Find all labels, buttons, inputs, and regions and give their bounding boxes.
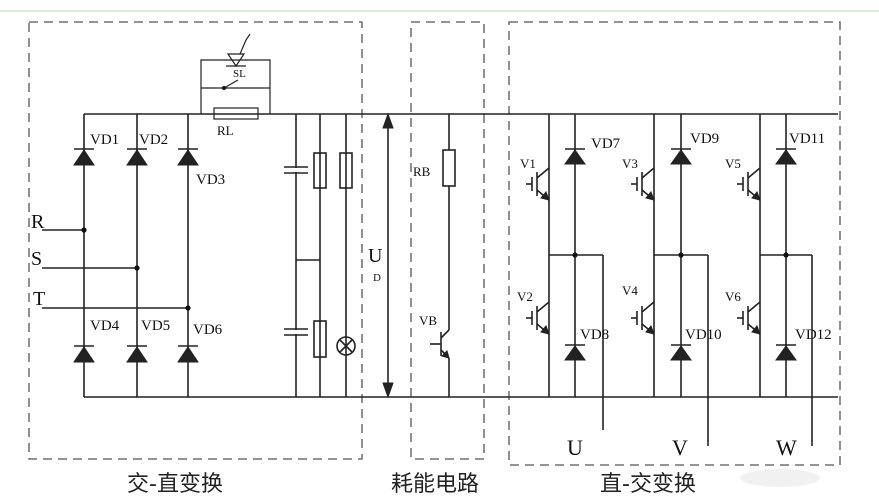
diode-vd3 [177, 148, 199, 166]
label-v6: V6 [725, 289, 741, 304]
caption-braking: 耗能电路 [391, 472, 479, 497]
diode-vd2 [126, 148, 148, 166]
inverter-legs [526, 114, 813, 446]
inverter-section-box [508, 21, 841, 466]
label-vd5: VD5 [141, 318, 170, 334]
igbt-v5 [737, 167, 761, 201]
filter-resistor-3 [339, 152, 353, 189]
label-ud: U [368, 245, 383, 267]
label-rl: RL [217, 123, 234, 138]
dc-filter [284, 114, 356, 397]
igbt-v6 [737, 301, 761, 335]
label-v3: V3 [622, 156, 638, 171]
charging-bypass [200, 33, 271, 120]
diode-vd4 [73, 345, 95, 363]
vb-transistor-arrow [441, 350, 450, 359]
label-phase-r: R [31, 211, 45, 233]
rectifier-section-box [28, 21, 363, 460]
label-v5: V5 [725, 156, 741, 171]
diode-vd6 [177, 345, 199, 363]
label-v2: V2 [517, 289, 533, 304]
caption-inverter: 直-交变换 [600, 472, 696, 497]
diode-vd9 [670, 148, 692, 165]
label-vd9: VD9 [690, 131, 719, 147]
braking-section-box [410, 21, 485, 460]
diode-vd1 [73, 148, 95, 166]
watermark [740, 469, 820, 487]
label-vd11: VD11 [789, 131, 825, 147]
output-v-label: V [672, 435, 688, 460]
diode-vd7 [564, 148, 586, 165]
label-vd10: VD10 [685, 327, 722, 343]
igbt-v1 [526, 167, 550, 201]
label-vd2: VD2 [139, 132, 168, 148]
diode-vd5 [126, 345, 148, 363]
caption-rectifier: 交-直变换 [127, 472, 223, 497]
label-ud-subscript: D [373, 272, 381, 284]
filter-resistor-1 [313, 152, 327, 189]
rb-resistor [442, 149, 456, 187]
label-vb: VB [419, 313, 437, 328]
label-vd7: VD7 [591, 136, 621, 152]
diode-vd11 [775, 148, 797, 165]
label-rb: RB [413, 164, 431, 179]
output-w-label: W [776, 435, 797, 460]
label-sl: SL [233, 68, 246, 80]
label-vd4: VD4 [90, 318, 120, 334]
igbt-v4 [631, 301, 655, 335]
ud-voltage-arrow [382, 112, 394, 399]
igbt-v2 [526, 301, 550, 335]
rl-resistor [213, 107, 259, 120]
label-phase-t: T [33, 288, 45, 310]
label-v1: V1 [520, 156, 536, 171]
filter-resistor-2 [313, 320, 327, 358]
label-v4: V4 [622, 283, 638, 298]
label-vd12: VD12 [795, 327, 832, 343]
indicator-lamp [336, 336, 356, 356]
igbt-v3 [631, 167, 655, 201]
diode-vd10 [670, 344, 692, 361]
sl-switch [223, 79, 239, 89]
output-u-label: U [567, 435, 583, 460]
label-vd8: VD8 [580, 327, 609, 343]
label-vd6: VD6 [193, 322, 223, 338]
diode-vd8 [564, 344, 586, 361]
label-phase-s: S [31, 248, 42, 270]
rectifier-bridge [42, 114, 199, 397]
label-vd3: VD3 [196, 172, 225, 188]
diode-vd12 [775, 344, 797, 361]
braking-circuit [430, 114, 456, 397]
label-vd1: VD1 [90, 132, 119, 148]
